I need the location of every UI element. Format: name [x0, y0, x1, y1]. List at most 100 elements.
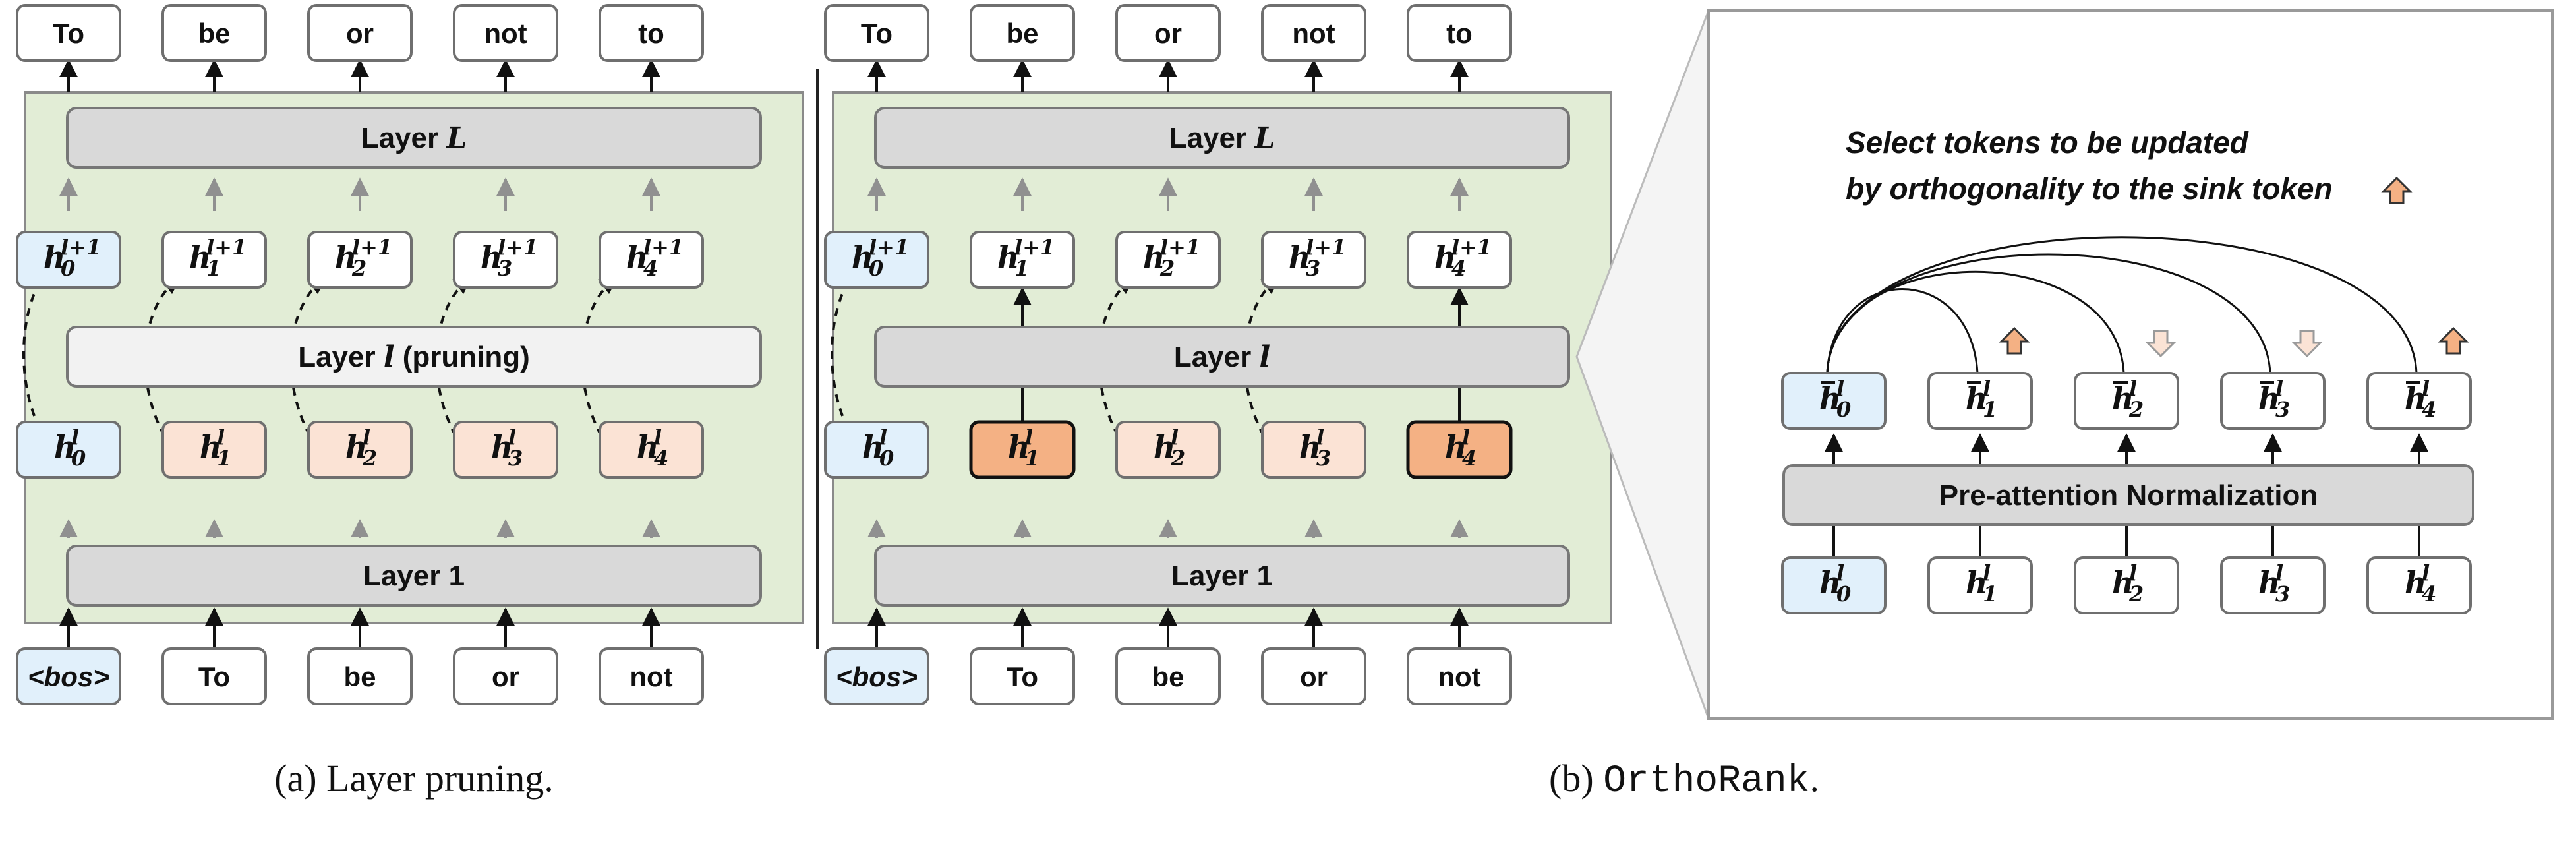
b-lower-state-2-subscript: 2	[1170, 446, 1185, 471]
a-upper-state-2-subscript: 2	[351, 256, 366, 281]
a-output-token-1	[161, 4, 267, 62]
a-upper-state-1-superscript: l+1	[206, 235, 247, 260]
b-upper-state-4	[1407, 231, 1512, 289]
b-output-token-2	[1115, 4, 1221, 62]
normalized-state-1-base: h	[1966, 380, 1987, 416]
normalized-state-2-base: h	[2112, 380, 2134, 416]
b-output-token-2-label: or	[1154, 18, 1182, 49]
a-upper-state-0	[16, 231, 121, 289]
a-upper-state-4	[599, 231, 704, 289]
token-1-up-arrow-icon	[1999, 326, 2030, 355]
a-lower-state-1-superscript: l	[217, 425, 225, 450]
a-upper-state-2-superscript: l+1	[352, 235, 392, 260]
b-upper-state-0	[824, 231, 929, 289]
b-lower-state-0-subscript: 0	[879, 446, 894, 471]
raw-state-3-subscript: 3	[2275, 582, 2290, 607]
panel-a-layer-top-label: Layer L	[361, 121, 467, 155]
raw-state-4-base: h	[2405, 565, 2426, 601]
b-upper-state-1-superscript: l+1	[1014, 235, 1055, 260]
b-upper-state-2-superscript: l+1	[1160, 235, 1200, 260]
b-lower-state-2	[1115, 421, 1221, 479]
a-skip-arrow-3	[435, 276, 473, 450]
a-upper-state-1-subscript: 1	[206, 256, 221, 281]
b-lower-state-1-base: h	[1008, 429, 1030, 465]
b-lower-state-1	[969, 420, 1076, 479]
b-upper-state-1-subscript: 1	[1014, 256, 1029, 281]
a-lower-state-3-superscript: l	[508, 425, 516, 450]
raw-state-0	[1781, 556, 1887, 614]
panel-a-layer-1-label: Layer 1	[363, 560, 465, 592]
zoom-panel: Select tokens to be updated by orthogona…	[1707, 9, 2554, 720]
raw-state-2-superscript: l	[2129, 560, 2137, 585]
raw-state-1-superscript: l	[1983, 560, 1991, 585]
b-lower-state-3-subscript: 3	[1316, 446, 1331, 471]
b-upper-state-2-subscript: 2	[1159, 256, 1175, 281]
b-lower-state-3	[1261, 421, 1366, 479]
a-lower-state-3-base: h	[491, 429, 513, 465]
zoom-connectors	[1825, 433, 2428, 558]
b-upper-state-3-base: h	[1289, 239, 1310, 275]
panel-b-layer-mid	[874, 326, 1570, 388]
a-lower-state-0-base: h	[54, 429, 76, 465]
b-lower-state-4-superscript: l	[1462, 425, 1470, 450]
a-upper-state-2-base: h	[335, 239, 357, 275]
a-output-token-1-label: be	[198, 18, 230, 49]
a-lower-state-0-subscript: 0	[71, 446, 86, 471]
raw-state-0-subscript: 0	[1836, 582, 1851, 607]
b-input-token-2-label: be	[1152, 661, 1184, 692]
a-upper-state-1-base: h	[189, 239, 211, 275]
normalized-state-1-superscript: l	[1983, 376, 1991, 401]
b-lower-state-4-base: h	[1445, 429, 1467, 465]
a-output-token-0-label: To	[53, 18, 84, 49]
raw-state-2	[2074, 556, 2179, 614]
a-skip-arrow-2	[289, 276, 328, 450]
a-upper-state-0-subscript: 0	[61, 256, 75, 281]
raw-state-1	[1927, 556, 2033, 614]
a-lower-state-0	[16, 421, 121, 479]
update-marks	[1999, 326, 2469, 358]
a-lower-state-3-subscript: 3	[508, 446, 523, 471]
a-input-token-2	[307, 647, 413, 705]
raw-state-3	[2220, 556, 2326, 614]
a-input-token-3-label: or	[492, 661, 519, 692]
b-output-token-0-label: To	[861, 18, 893, 49]
raw-state-2-base: h	[2112, 565, 2134, 601]
panel-b-layer-top-label: Layer L	[1169, 121, 1275, 155]
a-input-token-1-label: To	[198, 661, 230, 692]
panel-b-layer-mid-label: Layer l	[1174, 340, 1270, 374]
a-lower-state-2-subscript: 2	[362, 446, 377, 471]
raw-state-0-base: h	[1819, 565, 1841, 601]
normalized-state-1	[1927, 372, 2033, 430]
a-input-token-1	[161, 647, 267, 705]
a-upper-state-0-superscript: l+1	[61, 235, 101, 260]
b-output-token-4-label: to	[1446, 18, 1473, 49]
b-output-token-0	[824, 4, 929, 62]
raw-state-4-superscript: l	[2422, 560, 2430, 585]
normalization-label: Pre-attention Normalization	[1939, 479, 2318, 512]
attention-arc-4	[1826, 236, 2418, 374]
a-upper-state-2	[307, 231, 413, 289]
b-input-token-1-label: To	[1007, 661, 1038, 692]
a-lower-state-0-superscript: l	[71, 425, 79, 450]
token-4-up-arrow-icon	[2438, 326, 2469, 355]
raw-state-1-base: h	[1966, 565, 1987, 601]
a-lower-state-3	[453, 421, 558, 479]
b-input-token-1	[970, 647, 1075, 705]
b-input-token-4-label: not	[1438, 661, 1480, 692]
a-output-token-0	[16, 4, 121, 62]
panel-b-layer-top	[874, 107, 1570, 169]
a-lower-state-2	[307, 421, 413, 479]
b-upper-state-0-superscript: l+1	[869, 235, 909, 260]
a-input-token-2-label: be	[343, 661, 376, 692]
raw-state-2-subscript: 2	[2128, 582, 2144, 607]
a-input-token-0-label: <bos>	[28, 661, 109, 692]
b-output-token-4	[1407, 4, 1512, 62]
